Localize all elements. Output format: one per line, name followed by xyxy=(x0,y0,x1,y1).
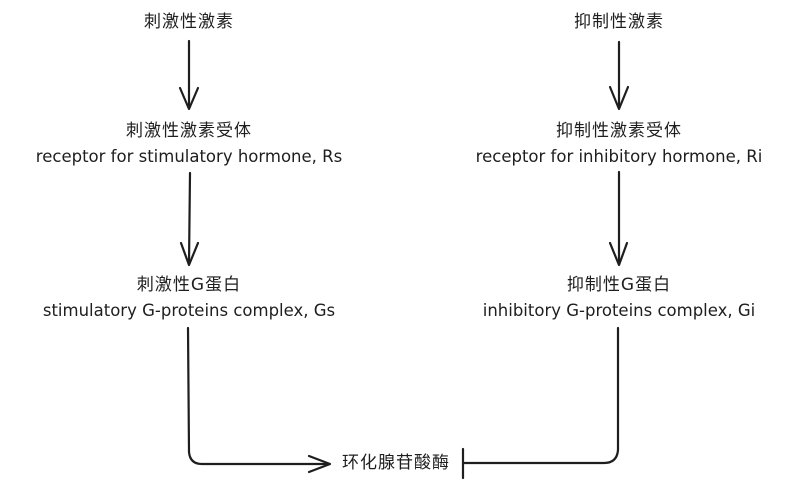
edge-inhib-hormone-to-receptor xyxy=(608,40,630,111)
inhibitory-receptor-en-label: receptor for inhibitory hormone, Ri xyxy=(475,147,763,166)
node-inhibitory-gprotein: 抑制性G蛋白 inhibitory G-proteins complex, Gi xyxy=(483,272,756,324)
stimulatory-gprotein-en-label: stimulatory G-proteins complex, Gs xyxy=(42,301,336,320)
stimulatory-hormone-label: 刺激性激素 xyxy=(144,12,234,32)
inhibitory-gprotein-en-label: inhibitory G-proteins complex, Gi xyxy=(482,301,756,320)
node-stimulatory-hormone: 刺激性激素 xyxy=(144,9,234,35)
stimulatory-receptor-en-label: receptor for stimulatory hormone, Rs xyxy=(35,147,343,166)
node-inhibitory-receptor: 抑制性激素受体 receptor for inhibitory hormone,… xyxy=(476,118,763,170)
edge-stim-gprotein-to-cyclase xyxy=(186,326,332,474)
edge-stim-receptor-to-gprotein xyxy=(179,171,200,267)
edge-inhib-receptor-to-gprotein xyxy=(608,170,629,267)
node-adenylyl-cyclase: 环化腺苷酸酶 xyxy=(342,450,450,476)
node-inhibitory-hormone: 抑制性激素 xyxy=(574,9,664,35)
node-stimulatory-receptor: 刺激性激素受体 receptor for stimulatory hormone… xyxy=(36,118,342,170)
inhibitory-hormone-label: 抑制性激素 xyxy=(574,12,664,32)
stimulatory-receptor-cn-label: 刺激性激素受体 xyxy=(126,121,252,141)
stimulatory-gprotein-cn-label: 刺激性G蛋白 xyxy=(136,275,242,295)
inhibitory-gprotein-cn-label: 抑制性G蛋白 xyxy=(566,275,672,295)
edge-inhib-gprotein-to-cyclase xyxy=(461,326,620,480)
inhibitory-receptor-cn-label: 抑制性激素受体 xyxy=(556,121,682,141)
adenylyl-cyclase-label: 环化腺苷酸酶 xyxy=(342,453,450,473)
node-stimulatory-gprotein: 刺激性G蛋白 stimulatory G-proteins complex, G… xyxy=(43,272,335,324)
edge-stim-hormone-to-receptor xyxy=(178,39,200,111)
